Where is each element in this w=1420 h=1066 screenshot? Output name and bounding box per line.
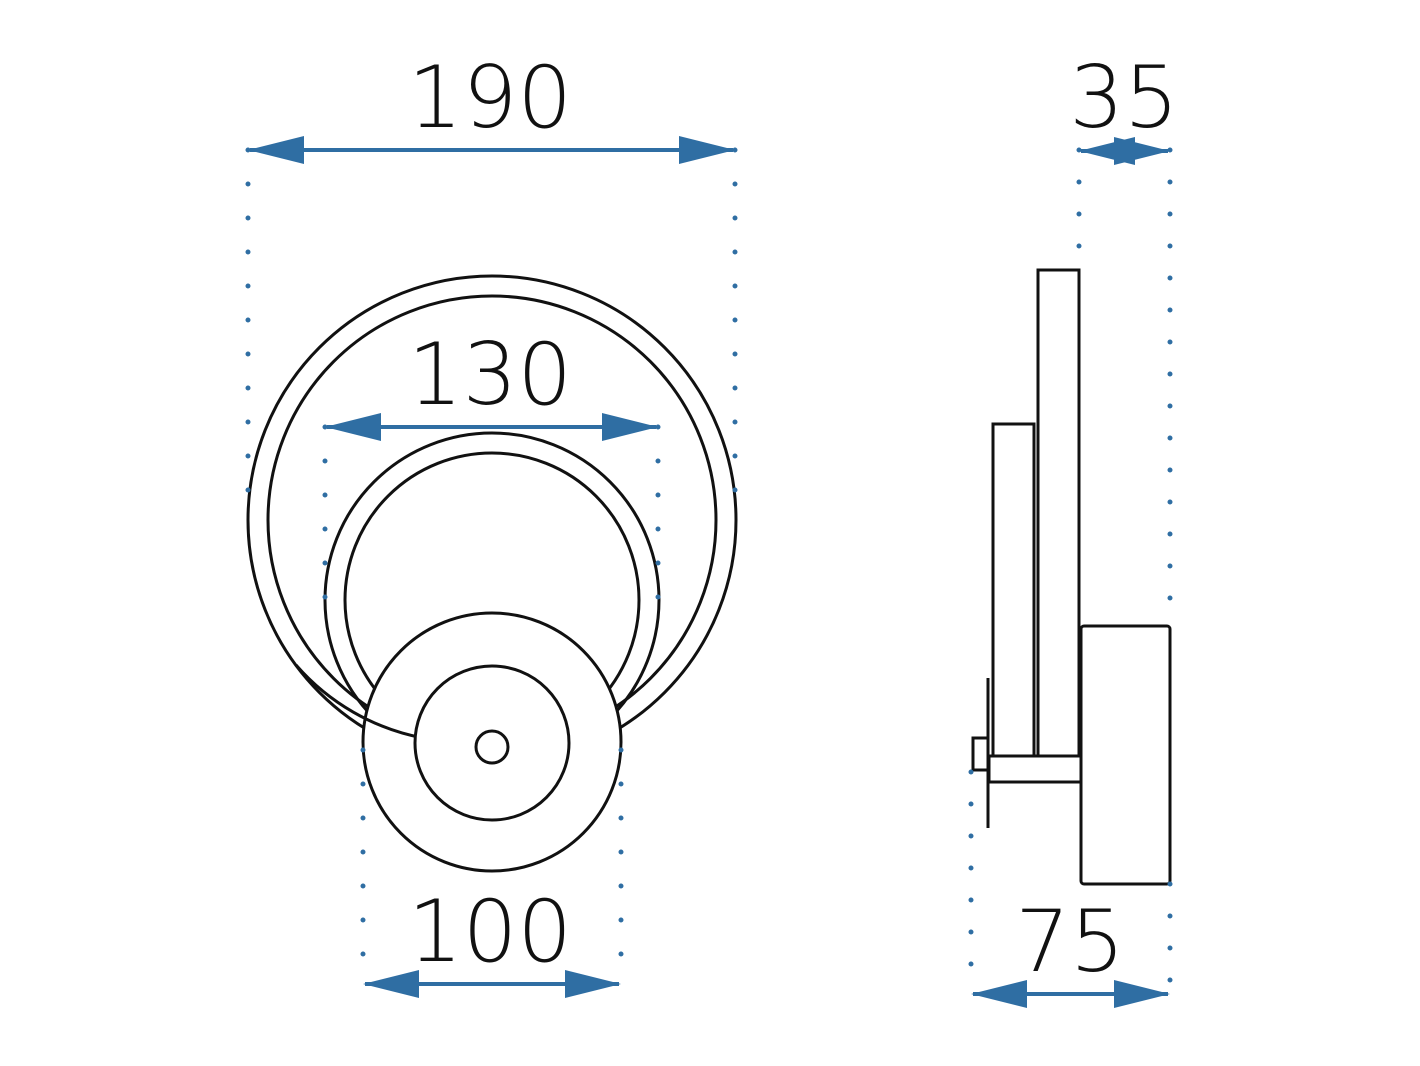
dim-100-label: 100 <box>408 882 572 982</box>
side-view-dimensions <box>968 137 1173 1008</box>
outer-ring-lower-arc <box>294 664 424 740</box>
side-inner-ring <box>991 422 1036 758</box>
dim-190-label: 190 <box>408 48 572 148</box>
side-outer-ring <box>1036 268 1081 758</box>
side-knob <box>971 736 990 772</box>
front-view-dimensions <box>245 136 738 998</box>
dim-35-label: 35 <box>1069 48 1178 148</box>
dim-130-label: 130 <box>408 325 572 425</box>
side-base-plate <box>1079 624 1172 886</box>
dim-75-label: 75 <box>1015 892 1124 992</box>
front-view <box>246 274 738 873</box>
side-view <box>971 268 1172 886</box>
side-arm <box>987 754 1083 784</box>
hub-screw <box>474 729 510 765</box>
hub <box>413 664 571 822</box>
